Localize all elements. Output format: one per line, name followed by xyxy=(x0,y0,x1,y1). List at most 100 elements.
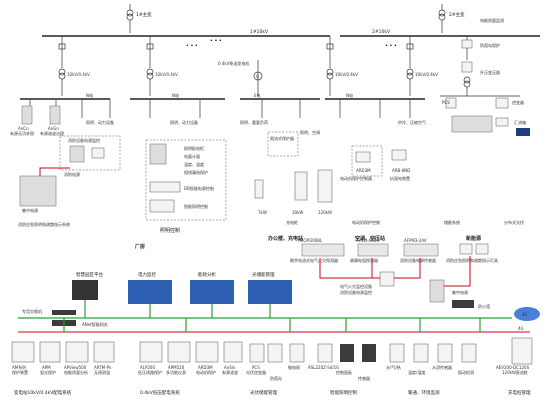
ancn-label: AnSin xyxy=(224,365,236,370)
fire-light-label: 消防应急照明和疏散指示灯具 xyxy=(446,257,498,263)
inverter-icon xyxy=(495,97,509,109)
sensor-sub: 传感器 xyxy=(358,375,370,381)
charger-sub: 120kW直流桩 xyxy=(502,369,528,375)
exit-sign-icon xyxy=(459,243,473,255)
pv-title: 分布式光伏 xyxy=(504,219,524,225)
apm-device xyxy=(39,341,61,363)
cloud-icon xyxy=(514,307,540,321)
hv-mid-label: 10kV/0.4kV xyxy=(155,72,178,77)
lighting-title: 照明控制 xyxy=(160,227,180,234)
arcm-label: ARCM300BL xyxy=(298,238,323,243)
motor-title: 电动机保护控制 xyxy=(352,219,380,225)
afpm-device-icon xyxy=(403,243,439,257)
fire-detectors: ARCM300BL 剩余电流式电气火灾探测器 AAFD-40DX 故障电弧探测器… xyxy=(290,238,498,309)
diesel-generator: G 0.4kV柴油发电机 xyxy=(218,60,263,96)
bottom-devices: AM系列 保护装置 APM 弧光保护 APView500 电能质量分析 ARTM… xyxy=(11,337,533,396)
ctrl-panel-device xyxy=(340,344,354,362)
energy-analysis-screen xyxy=(190,280,234,304)
water-device xyxy=(389,343,405,363)
am-sub: 保护装置 xyxy=(12,369,28,375)
hv-feeder-right-b: 10kV/0.4kV xyxy=(406,36,438,96)
pcs-bottom-sub: 光伏逆变器 xyxy=(246,369,266,375)
ellipsis-1: • • • xyxy=(186,44,198,49)
lighting-switch-icon xyxy=(149,181,181,193)
ctrl-sub: 控制面板 xyxy=(336,369,352,375)
pcs-icon xyxy=(445,97,457,109)
group3-label: 光伏储能管理 xyxy=(250,389,277,396)
platform-row: 智慧园区平台 电力监控 能耗分析 光储能管理 专用交换机 ANet智能网关 4G… xyxy=(22,271,540,331)
network-lines xyxy=(18,300,530,333)
hv-right-a-label: 10kV/0.4kV xyxy=(335,72,358,77)
energy-analysis-label: 能耗分析 xyxy=(198,271,216,278)
group5-label: 暖通、环境监测 xyxy=(408,389,440,396)
heat-air-label: 供冷、压缩空气 xyxy=(398,119,426,125)
lighting-meter-label: 电量计量 xyxy=(184,153,200,159)
lighting-smart-label: 智能照明控制 xyxy=(184,203,208,209)
asl-device xyxy=(317,343,333,363)
combiner-bottom-sub: 微电网 xyxy=(288,364,300,370)
artm-sub: 无线测温 xyxy=(94,369,110,375)
ard-device xyxy=(195,341,219,363)
lighting-ac-label: 照明、空调 xyxy=(300,129,320,135)
ards-icon xyxy=(355,151,371,163)
ncb-right: N电 xyxy=(346,92,353,98)
lighting-phase-label: 相线漏电保护 xyxy=(184,169,208,175)
charging-title: 充电桩 xyxy=(286,219,298,225)
asl-label: ASL220Z-S4/16 xyxy=(308,365,339,370)
protection-relay-icon xyxy=(461,61,473,73)
aafd-label: AAFD-40DX xyxy=(356,238,380,243)
pv-column: 电能质量监测 防孤岛保护 升压变压器 逆变器 汇流箱 PCS xyxy=(440,17,530,136)
lighting-key-label: 照明、重要负荷 xyxy=(240,119,268,125)
transformer-1: 1#主变 xyxy=(126,4,152,33)
storage-title: 储能系统 xyxy=(444,219,460,225)
artm-device xyxy=(93,341,115,363)
hv-feeder-right-a: 10kV/0.4kV xyxy=(326,36,358,96)
elec-fire-label: 电气火灾监控设备 xyxy=(340,283,372,289)
ancn-2-label: AnGn xyxy=(48,126,59,131)
aafd-device-icon xyxy=(357,243,389,257)
alp-label: ALP200 xyxy=(140,365,155,370)
inverter-bottom-sub: 防孤岛 xyxy=(270,375,282,381)
emergency-light-icon xyxy=(475,243,489,255)
charger-label: AEV200-DC120S xyxy=(496,365,530,370)
fire-controller-icon xyxy=(91,147,105,159)
lighting-power-label: 照明、动力设备 xyxy=(86,119,114,125)
ecb-mid: E电 xyxy=(254,92,261,98)
fire-monitor-host-icon xyxy=(379,271,395,287)
switch-label: 专用交换机 xyxy=(22,308,42,314)
combiner-device xyxy=(289,343,305,363)
pcs-bottom-label: PCS xyxy=(252,365,260,370)
combiner-label: 汇流箱 xyxy=(514,119,526,125)
kw120-label: 120kW xyxy=(318,210,332,215)
pcs-device xyxy=(249,343,265,363)
combiner-icon xyxy=(495,117,509,127)
bus-1-label: 1#10kV xyxy=(250,29,269,35)
alp-device xyxy=(139,341,163,363)
apm2-label: APM520 xyxy=(168,365,185,370)
transformer-1-label: 1#主变 xyxy=(136,11,152,18)
flood-device xyxy=(437,343,453,363)
hv-feeder-left: 10kV/0.4kV xyxy=(58,36,90,96)
generator-label: 0.4kV柴油发电机 xyxy=(218,60,249,66)
cloud-label: 4G xyxy=(522,312,528,317)
generator-g: G xyxy=(256,74,259,79)
lighting-panel-icon xyxy=(149,143,167,165)
ards-label: ARD3M xyxy=(356,168,371,173)
section-hvac: 空调、空压站 xyxy=(355,235,385,242)
centralized-power-label: 集中电源 xyxy=(452,289,468,295)
arcm-sub: 剩余电流式电气火灾探测器 xyxy=(290,257,338,263)
power-monitor-screen xyxy=(128,280,172,304)
ancn-sub: 有源滤波 xyxy=(222,369,238,375)
bus-2-label: 2#10kV xyxy=(372,29,391,35)
charging-block: 限流式保护器 7kW 30kW 120kW 充电桩 xyxy=(254,131,333,225)
hv-feeder-mid: 10kV/0.4kV xyxy=(146,36,178,96)
lighting-panel-label: 照明配电柜 xyxy=(184,145,204,151)
afpm-label: AFPM3-2AV xyxy=(404,238,427,243)
kw30-label: 30kW xyxy=(292,210,303,215)
kw7-label: 7kW xyxy=(258,210,267,215)
centralized-label: 集中电源 xyxy=(22,207,38,213)
platform-title: 智慧园区平台 xyxy=(76,271,103,278)
arb-sub: 抗晃电装置 xyxy=(390,175,410,181)
power-monitor-label: 电力监控 xyxy=(138,271,156,278)
